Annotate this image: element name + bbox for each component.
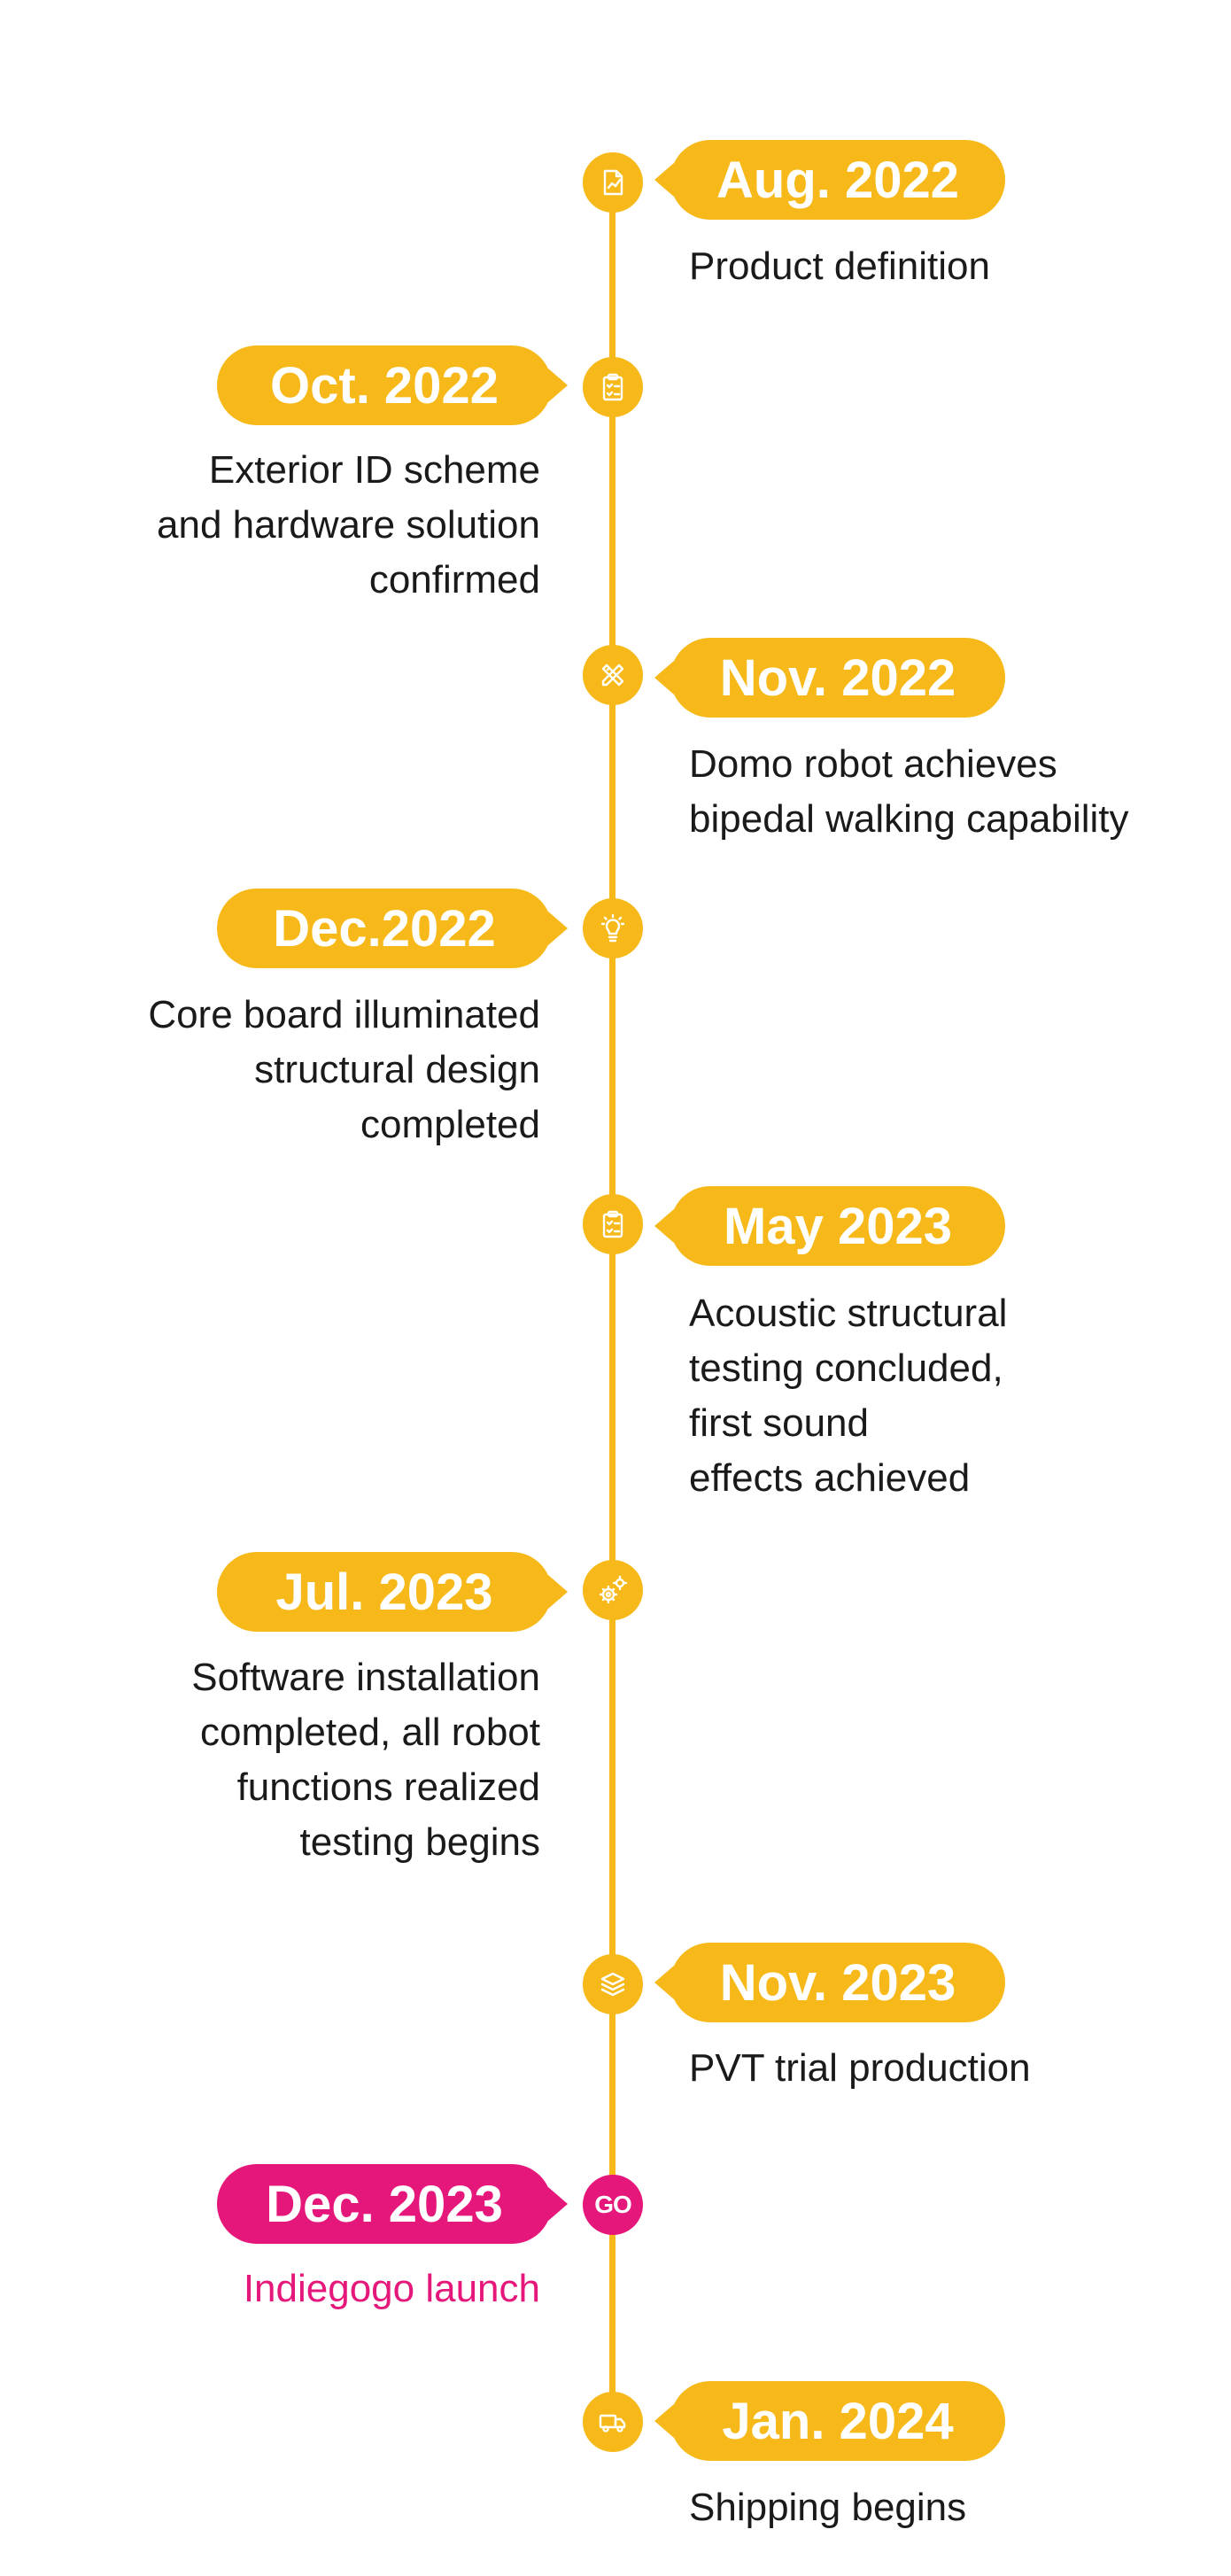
milestone-date-jul-2023: Jul. 2023 <box>217 1552 568 1632</box>
clipboard-check-icon <box>583 357 643 417</box>
milestone-desc-may-2023: Acoustic structural testing concluded, f… <box>689 1292 1008 1500</box>
milestone-desc-jan-2024: Shipping begins <box>689 2486 967 2529</box>
milestone-desc-oct-2022: Exterior ID scheme and hardware solution… <box>157 448 540 601</box>
layers-icon <box>583 1954 643 2014</box>
milestone-date-aug-2022: Aug. 2022 <box>654 140 1005 220</box>
milestone-date-may-2023: May 2023 <box>654 1186 1005 1266</box>
milestone-desc-dec-2022: Core board illuminated structural design… <box>148 993 540 1146</box>
milestone-date-nov-2022: Nov. 2022 <box>654 638 1005 718</box>
delivery-truck-icon <box>583 2392 643 2452</box>
milestone-date-oct-2022: Oct. 2022 <box>217 345 568 425</box>
milestone-desc-nov-2022: Domo robot achieves bipedal walking capa… <box>689 742 1129 841</box>
milestone-date-dec-2023: Dec. 2023 <box>217 2164 568 2244</box>
clipboard-check-icon <box>583 1194 643 1254</box>
milestone-desc-aug-2022: Product definition <box>689 244 990 288</box>
chart-report-icon <box>583 152 643 213</box>
lightbulb-icon <box>583 898 643 958</box>
pencil-ruler-icon <box>583 645 643 705</box>
go-badge-icon: GO <box>583 2175 643 2235</box>
milestone-desc-dec-2023: Indiegogo launch <box>243 2267 540 2310</box>
timeline-line <box>609 182 616 2414</box>
milestone-desc-nov-2023: PVT trial production <box>689 2046 1031 2090</box>
milestone-date-dec-2022: Dec.2022 <box>217 888 568 968</box>
gears-icon <box>583 1560 643 1620</box>
milestone-desc-jul-2023: Software installation completed, all rob… <box>191 1656 540 1864</box>
milestone-date-nov-2023: Nov. 2023 <box>654 1943 1005 2022</box>
milestone-date-jan-2024: Jan. 2024 <box>654 2381 1005 2461</box>
